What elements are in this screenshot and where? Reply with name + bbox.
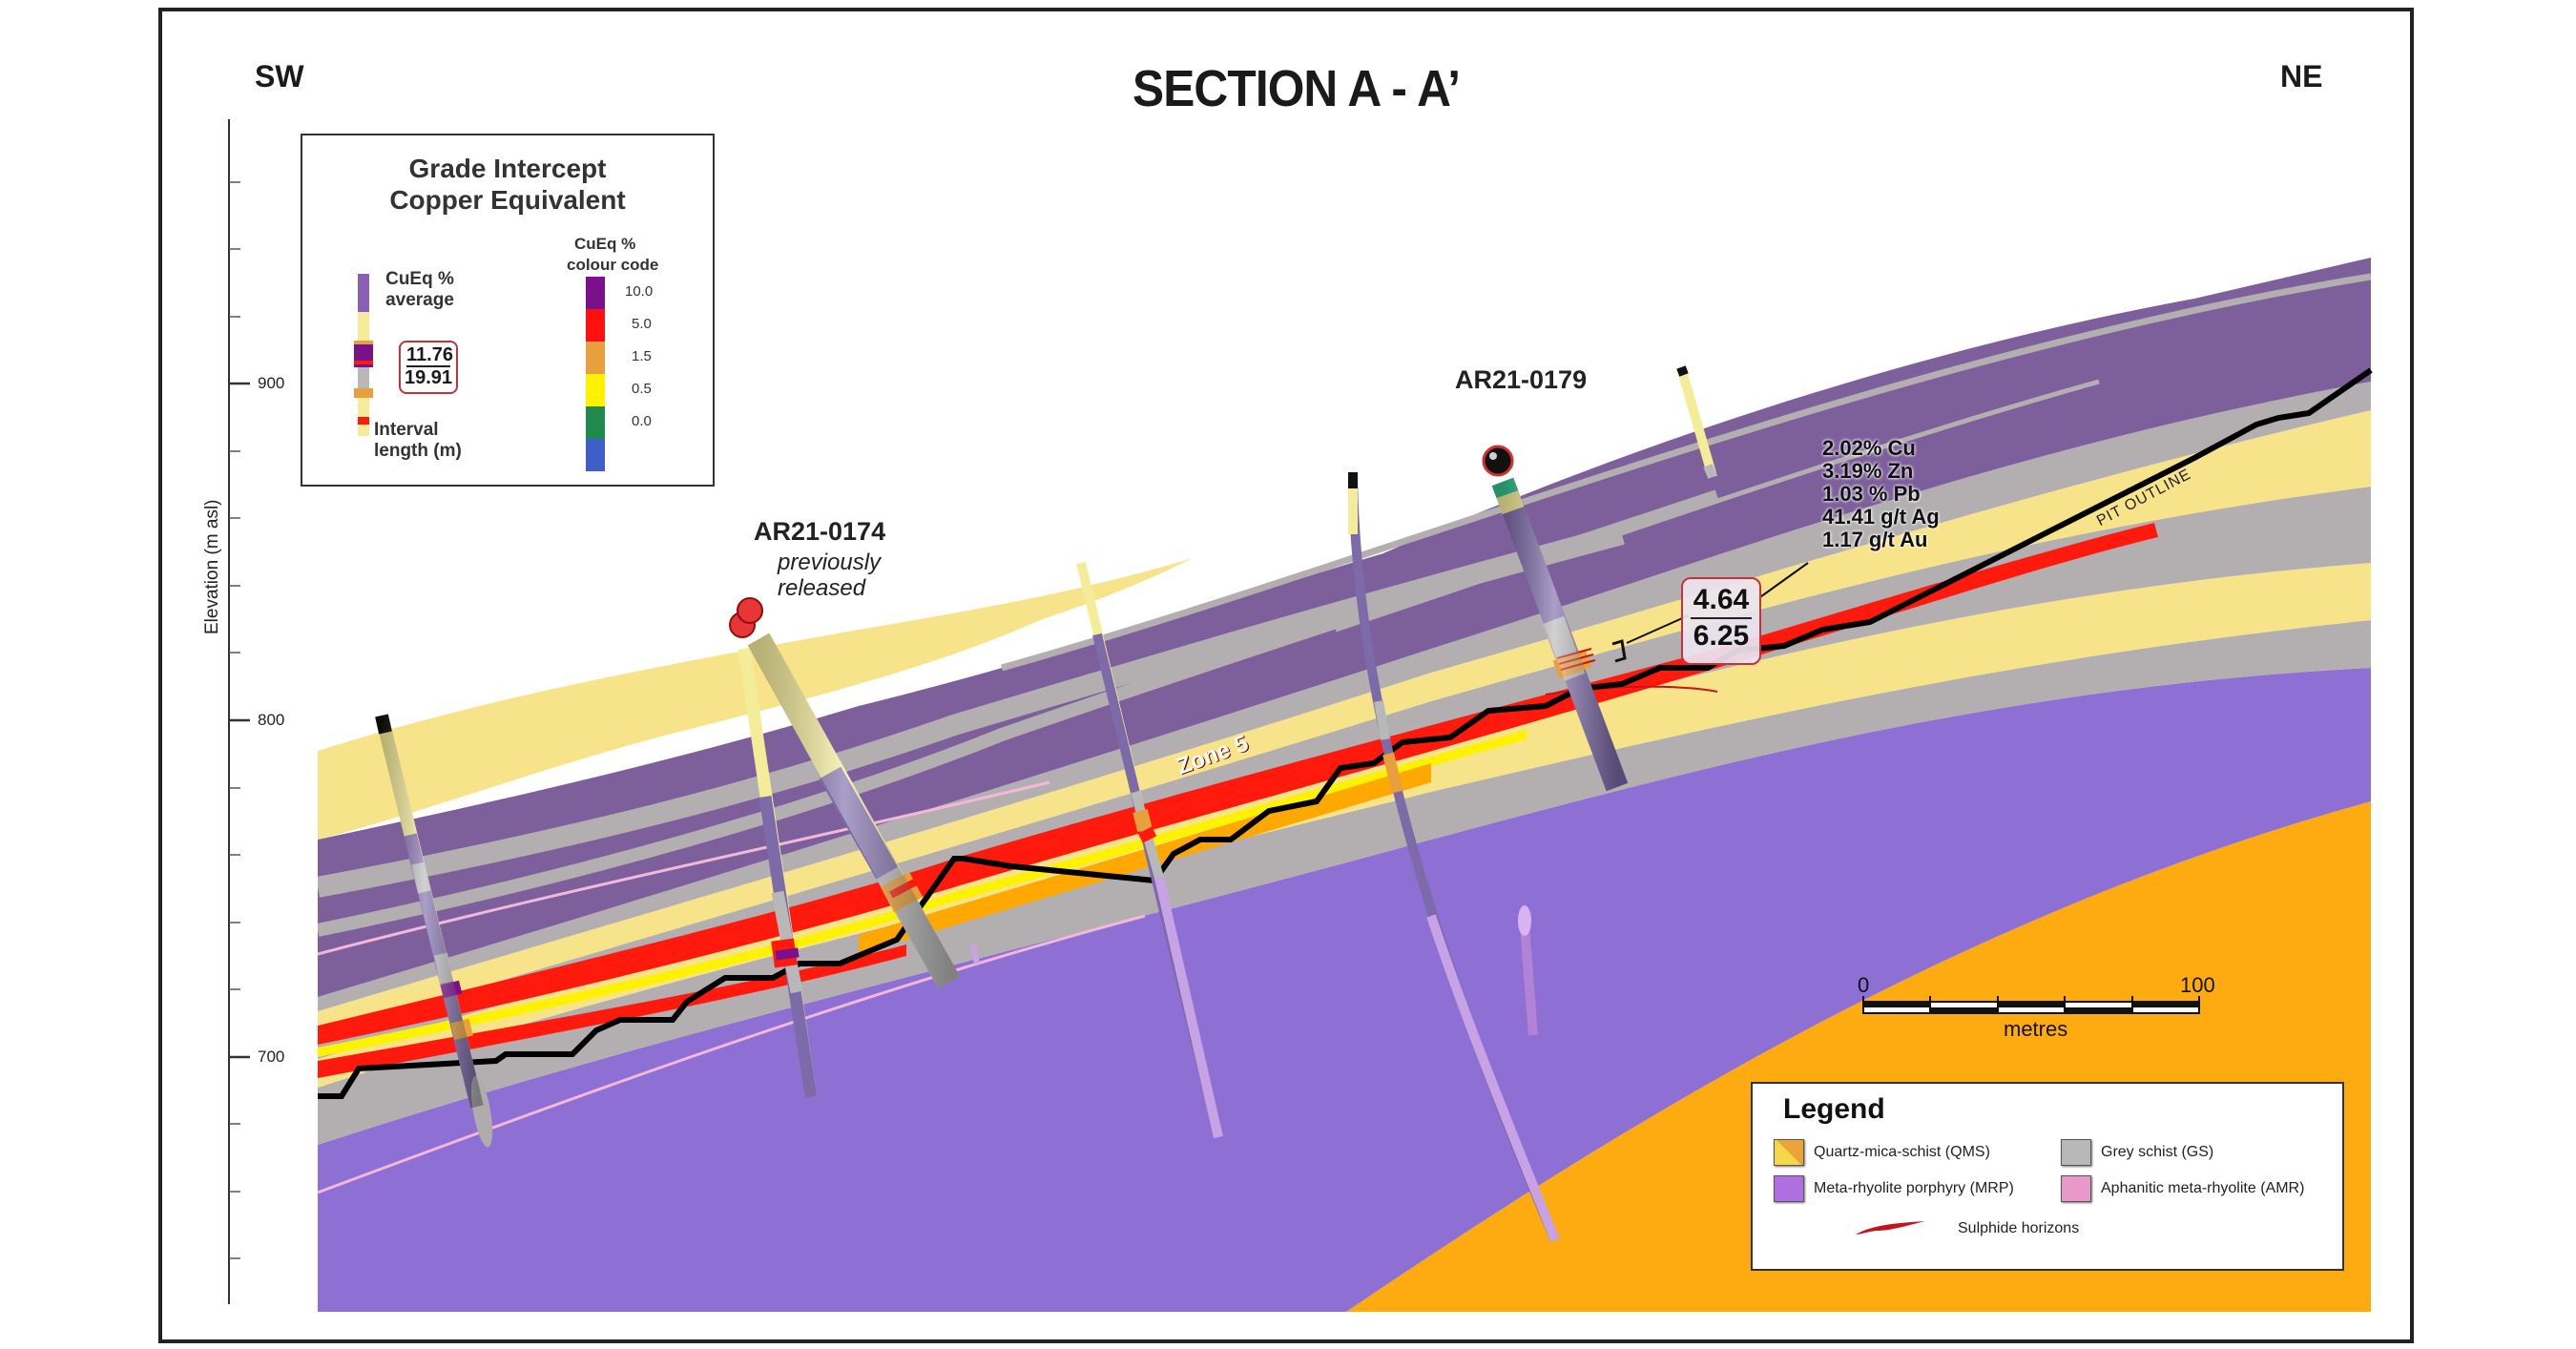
ramp-swatch-0 <box>586 406 605 439</box>
elevation-axis <box>228 119 250 1304</box>
ramp-swatch-10 <box>586 277 605 309</box>
section-title: SECTION A - A’ <box>1132 60 1461 117</box>
mrp-swatch-icon <box>1774 1175 1804 1202</box>
scale-bar-end: 100 <box>2180 973 2215 997</box>
drill-hole-4 <box>1348 471 1560 1242</box>
drill-hole-ar21-0174 <box>729 597 980 1098</box>
direction-sw: SW <box>255 59 304 93</box>
sulphide-horizon-icon <box>1856 1221 1925 1235</box>
hole-note-ar21-0174: previously released <box>778 550 881 601</box>
intercept-length: 6.25 <box>1693 620 1750 652</box>
ramp-swatch-1-5 <box>586 342 605 374</box>
ramp-label-0-5: 0.5 <box>632 381 652 397</box>
gi-colour-code-title-line1: CuEq % <box>574 235 636 253</box>
gi-title-line2: Copper Equivalent <box>389 185 626 215</box>
gi-length-label-line2: length (m) <box>374 441 462 461</box>
intercept-callout-ar21-0179: 4.64 6.25 <box>1681 577 1761 665</box>
ramp-swatch-0-5 <box>586 374 605 406</box>
ramp-label-5: 5.0 <box>632 316 652 332</box>
hole-note-line2: released <box>778 575 866 601</box>
hole-label-ar21-0174: AR21-0174 <box>754 517 886 546</box>
gi-average-label: CuEq % average <box>377 269 463 311</box>
assay-zn: 3.19% Zn <box>1822 459 1914 483</box>
gi-title-line1: Grade Intercept <box>408 154 607 183</box>
elevation-axis-label: Elevation (m asl) <box>202 499 222 635</box>
scale-bar-graphic <box>1862 996 2200 1014</box>
direction-ne: NE <box>2280 59 2323 93</box>
legend-label-amr: Aphanitic meta-rhyolite (AMR) <box>2101 1180 2305 1196</box>
drill-hole-top-right <box>1676 365 1717 479</box>
tick-700: 700 <box>258 1048 285 1066</box>
qms-swatch-icon <box>1774 1139 1804 1166</box>
gi-length-label: Interval length (m) <box>374 420 462 462</box>
drill-hole-ar21-0179 <box>1482 445 1809 792</box>
example-drill-hole-icon <box>354 274 406 436</box>
ramp-label-1-5: 1.5 <box>632 348 652 364</box>
hole-label-ar21-0179: AR21-0179 <box>1455 365 1588 394</box>
ramp-label-0: 0.0 <box>632 413 652 429</box>
drill-hole-short <box>1518 905 1538 1036</box>
grade-intercept-legend: Grade Intercept Copper Equivalent CuEq %… <box>301 134 715 487</box>
legend-label-sulphide: Sulphide horizons <box>1958 1220 2080 1236</box>
grade-intercept-title: Grade Intercept Copper Equivalent <box>302 153 713 216</box>
ramp-label-10: 10.0 <box>625 283 654 300</box>
tick-900: 900 <box>258 374 285 392</box>
legend-label-mrp: Meta-rhyolite porphyry (MRP) <box>1814 1180 2014 1196</box>
assay-pb: 1.03 % Pb <box>1822 482 1921 506</box>
legend-item-amr: Aphanitic meta-rhyolite (AMR) <box>2061 1175 2304 1202</box>
scale-bar-unit: metres <box>2004 1017 2068 1041</box>
drill-hole-3 <box>1076 561 1223 1139</box>
gi-colour-code-title: CuEq % colour code <box>567 234 658 276</box>
scale-bar-start: 0 <box>1858 973 1870 997</box>
gi-example-average: 11.76 <box>406 344 453 367</box>
legend-item-sulphide: Sulphide horizons <box>1853 1217 2079 1240</box>
lithology-legend: Legend Quartz-mica-schist (QMS) Grey sch… <box>1751 1082 2344 1271</box>
assay-cu: 2.02% Cu <box>1822 436 1916 460</box>
cueq-colour-ramp <box>586 277 605 471</box>
lower-mrp-unit <box>318 668 2371 1312</box>
gi-average-label-line2: average <box>385 290 454 310</box>
intercept-average: 4.64 <box>1691 583 1752 619</box>
tick-800: 800 <box>258 711 285 729</box>
gi-colour-code-title-line2: colour code <box>567 256 659 274</box>
assay-results-ar21-0179: 2.02% Cu 3.19% Zn 1.03 % Pb 41.41 g/t Ag… <box>1822 437 1940 551</box>
pit-outline <box>318 367 2373 1099</box>
assay-au: 1.17 g/t Au <box>1822 528 1928 551</box>
legend-item-qms: Quartz-mica-schist (QMS) <box>1774 1139 1990 1166</box>
gi-example-length: 19.91 <box>404 367 453 388</box>
gs-swatch-icon <box>2061 1139 2091 1166</box>
legend-label-qms: Quartz-mica-schist (QMS) <box>1814 1144 1990 1160</box>
gi-example-values: 11.76 19.91 <box>399 341 458 394</box>
legend-item-gs: Grey schist (GS) <box>2061 1139 2213 1166</box>
drill-hole-1 <box>375 714 493 1148</box>
amr-swatch-icon <box>2061 1175 2091 1202</box>
legend-label-gs: Grey schist (GS) <box>2101 1144 2214 1160</box>
ramp-swatch-5 <box>586 309 605 342</box>
gi-length-label-line1: Interval <box>374 420 439 440</box>
drill-holes <box>375 365 1809 1242</box>
legend-item-mrp: Meta-rhyolite porphyry (MRP) <box>1774 1175 2014 1202</box>
legend-title: Legend <box>1783 1093 1885 1125</box>
ramp-swatch-below-0 <box>586 439 605 471</box>
figure-frame <box>158 8 2414 1343</box>
assay-ag: 41.41 g/t Ag <box>1822 505 1940 529</box>
gi-average-label-line1: CuEq % <box>385 269 454 289</box>
hole-note-line1: previously <box>778 550 882 575</box>
